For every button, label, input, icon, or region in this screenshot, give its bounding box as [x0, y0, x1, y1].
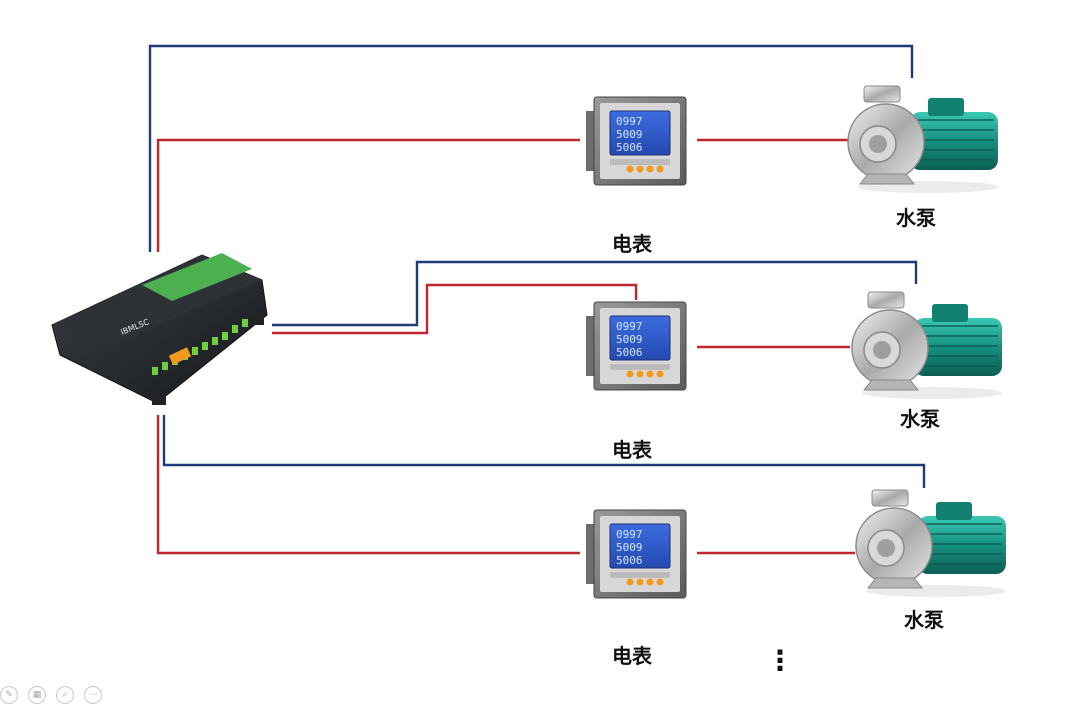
more-icon[interactable]: ⋯	[84, 686, 102, 704]
svg-text:5006: 5006	[616, 554, 643, 567]
pump-3	[855, 489, 1007, 598]
continuation-dots: ⋮	[766, 644, 794, 677]
svg-text:5009: 5009	[616, 333, 643, 346]
pen-icon[interactable]: ✎	[0, 686, 18, 704]
blue-wire-2	[272, 260, 918, 327]
svg-text:5006: 5006	[616, 346, 643, 359]
svg-text:0997: 0997	[616, 115, 643, 128]
pump-2-label: 水泵	[900, 407, 940, 431]
meter-1-label: 电表	[612, 232, 652, 256]
svg-text:0997: 0997	[616, 320, 643, 333]
pump-1-label: 水泵	[896, 206, 936, 230]
meter-2-label: 电表	[612, 438, 652, 462]
slideshow-toolbar: ✎ ▦ ⌕ ⋯	[0, 686, 102, 706]
red-wire-1a	[156, 138, 580, 252]
svg-text:0997: 0997	[616, 528, 643, 541]
blue-wire-1	[148, 44, 914, 252]
controller-device: IBMLSC	[51, 253, 268, 405]
meter-2: 0997 5009 5006	[585, 301, 687, 391]
red-wire-2a	[272, 283, 638, 335]
zoom-icon[interactable]: ⌕	[56, 686, 74, 704]
pump-1	[847, 85, 999, 194]
meter-1: 0997 5009 5006	[585, 96, 687, 186]
meter-3-label: 电表	[612, 644, 652, 668]
svg-text:5006: 5006	[616, 141, 643, 154]
svg-text:5009: 5009	[616, 128, 643, 141]
pump-3-label: 水泵	[904, 608, 944, 632]
meter-3: 0997 5009 5006	[585, 509, 687, 599]
pump-2	[851, 291, 1003, 400]
slides-icon[interactable]: ▦	[28, 686, 46, 704]
red-wire-3a	[156, 415, 580, 555]
svg-text:5009: 5009	[616, 541, 643, 554]
blue-wire-3	[162, 415, 926, 488]
